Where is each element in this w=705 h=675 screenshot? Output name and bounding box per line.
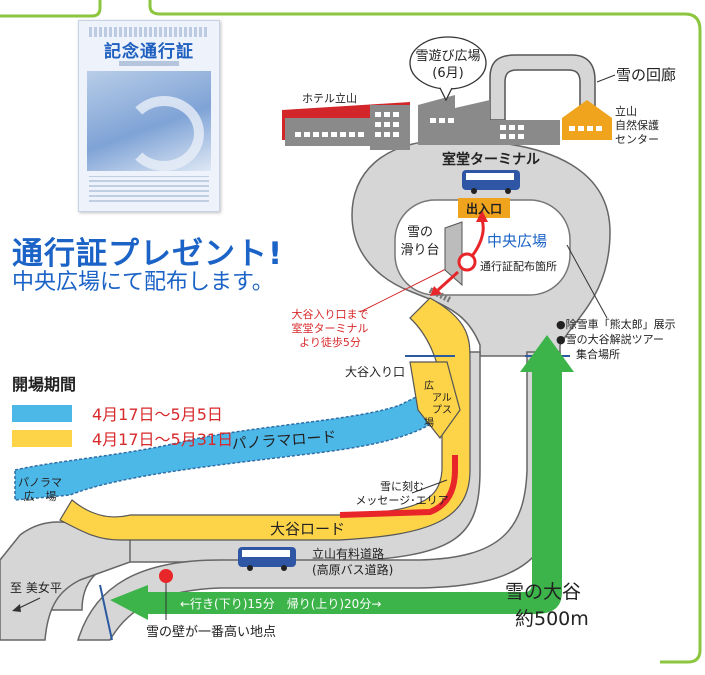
poster-route-graphic: [124, 96, 204, 171]
toll-road-label-1: 立山有料道路: [312, 546, 384, 561]
leader-line-walk: [359, 261, 461, 313]
snow-corridor-label: 雪の回廊: [616, 66, 676, 84]
exhibit-label-1: ●除雪車「熊太郎」展示: [556, 317, 676, 331]
walk-note-2: 室堂ターミナル: [292, 321, 369, 335]
alps-plaza-label-4: 場: [424, 416, 434, 429]
hotel-label: ホテル立山: [302, 91, 357, 105]
frame-border: [0, 0, 102, 18]
exhibit-label-3: 集合場所: [576, 347, 620, 361]
legend-label-blue: 4月17日～5月5日: [92, 405, 223, 424]
exit-arrow-head: [430, 286, 442, 296]
snow-play-label: 雪遊び広場: [415, 49, 480, 64]
bus-icon-road: [238, 547, 296, 571]
highest-wall-label: 雪の壁が一番高い地点: [146, 624, 276, 640]
otani-road-area: [59, 297, 471, 541]
otani-length-label-1: 雪の大谷: [505, 581, 581, 603]
alps-plaza-label-3: プス: [432, 404, 452, 416]
entrance-label: 出入口: [466, 201, 502, 216]
snow-slide-icon: [428, 221, 463, 303]
otani-length-label-2: 約500m: [515, 608, 589, 630]
bus-icon-terminal: [462, 170, 520, 194]
panorama-plaza-label-2: 広 場: [24, 490, 57, 503]
panorama-road-area: [14, 394, 442, 501]
toll-road-label-2: (高原バス道路): [312, 562, 393, 577]
pass-distribution-label: 通行証配布箇所: [480, 259, 557, 273]
terminal-building: [418, 95, 560, 145]
nature-center-label-1: 立山: [615, 104, 637, 118]
legend-item-yellow: 4月17日～5月31日: [12, 426, 233, 450]
nature-center-label-3: センター: [615, 133, 659, 146]
legend-title: 開場期間: [12, 375, 77, 394]
pass-distribution-marker: [457, 252, 477, 272]
walk-time-label: ←行き(下り)15分 帰り(上り)20分→: [180, 597, 381, 611]
entrance-box: [458, 198, 510, 218]
walk-note-1: 大谷入り口まで: [292, 307, 369, 321]
central-plaza-label: 中央広場: [487, 232, 547, 250]
alps-plaza-label-1: 広: [424, 379, 434, 392]
alps-plaza-area: [409, 361, 461, 440]
snow-play-label-month: (6月): [432, 66, 463, 81]
nature-center-label-2: 自然保護: [615, 118, 659, 132]
poster-fine-print: [89, 176, 209, 202]
frame-border-right: [148, 0, 702, 664]
otani-entrance-label: 大谷入り口: [345, 365, 405, 379]
bijodaira-arrow-head: [12, 604, 21, 612]
poster-small-text: [89, 27, 209, 37]
otani-road-label: 大谷ロード: [270, 520, 345, 538]
promo-headline: 通行証プレゼント!: [12, 236, 284, 272]
alps-plaza-label-2: アル: [432, 393, 452, 404]
exit-arrow: [436, 270, 460, 292]
slide-label-2: 滑り台: [400, 243, 439, 258]
leader-line-exhibit: [566, 244, 608, 319]
message-area-label-2: メッセージ･エリア: [355, 494, 448, 507]
bijodaira-label: 至 美女平: [10, 580, 62, 595]
poster-date-line: [119, 61, 179, 66]
commemorative-pass-poster: 記念通行証: [78, 20, 220, 212]
snow-play-bubble-tail: [439, 87, 453, 102]
legend-swatch-yellow: [12, 429, 72, 447]
walk-note-3: より徒歩5分: [299, 335, 361, 349]
exhibit-label-2: ●雪の大谷解説ツアー: [556, 332, 664, 346]
panorama-plaza-label-1: パノラマ: [18, 476, 62, 489]
promo-subline: 中央広場にて配布します。: [12, 270, 274, 295]
message-area-label-1: 雪に刻む: [380, 479, 424, 493]
entrance-arrow-head: [476, 210, 488, 222]
boundary-line-bottom: [99, 584, 113, 641]
leader-line-corridor: [596, 74, 616, 83]
poster-title: 記念通行証: [104, 42, 194, 62]
slide-label-1: 雪の: [407, 225, 433, 240]
legend-swatch-blue: [12, 404, 72, 422]
walk-arrow: [110, 335, 574, 620]
terminal-label: 室堂ターミナル: [442, 151, 540, 168]
nature-center-building: [562, 100, 612, 140]
hotel-building: [282, 102, 410, 150]
legend-item-blue: 4月17日～5月5日: [12, 401, 223, 425]
leader-line-message: [411, 479, 448, 494]
message-area-line: [339, 455, 458, 518]
highest-wall-marker: [159, 569, 173, 583]
legend-label-yellow: 4月17日～5月31日: [92, 430, 234, 449]
